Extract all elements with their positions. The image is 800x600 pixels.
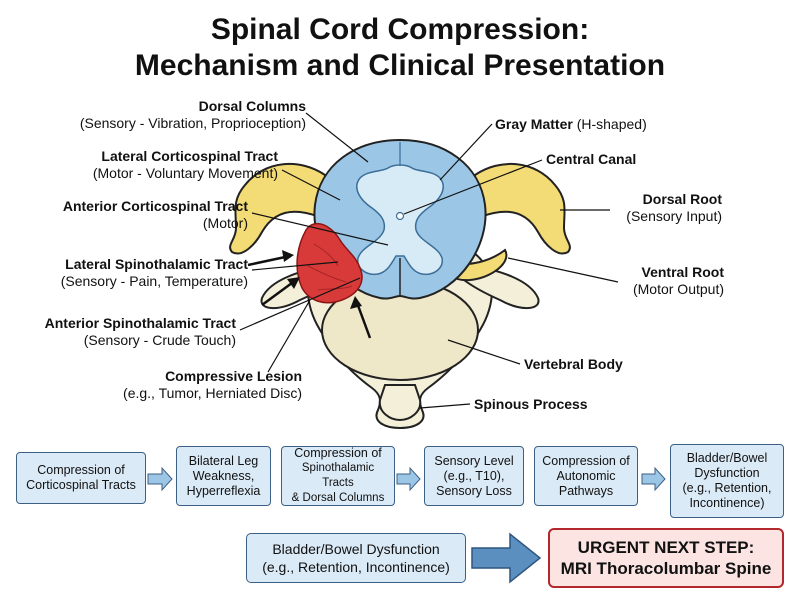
label-compressive-lesion-desc: (e.g., Tumor, Herniated Disc)	[123, 385, 302, 401]
spinous-process	[378, 384, 422, 422]
label-gray-matter: Gray Matter (H-shaped)	[495, 116, 647, 133]
leader-central-canal	[403, 159, 543, 215]
flow-arrow-2	[396, 466, 421, 492]
leader-anterior-spinothalamic	[239, 277, 361, 331]
page-title: Spinal Cord Compression: Mechanism and C…	[0, 12, 800, 84]
label-ventral-root-desc: (Motor Output)	[632, 281, 724, 297]
label-dorsal-root: Dorsal Root (Sensory Input)	[612, 191, 722, 225]
flow-box-6-line3: (e.g., Retention,	[682, 481, 772, 495]
flow-box-sensory-level: Sensory Level (e.g., T10), Sensory Loss	[424, 446, 524, 506]
flow-box-4-line2: (e.g., T10),	[443, 468, 505, 483]
flow-box-4-line3: Sensory Loss	[436, 483, 512, 498]
label-vertebral-body: Vertebral Body	[524, 356, 623, 373]
flow-box-2-line3: Hyperreflexia	[186, 483, 261, 498]
flow-box-4-line1: Sensory Level	[434, 453, 514, 468]
flow-arrow-1	[147, 466, 173, 492]
flow-box-1-line1: Compression of	[37, 463, 125, 477]
flow-box-6-line1: Bladder/Bowel	[686, 451, 768, 465]
label-anterior-spinothalamic-desc: (Sensory - Crude Touch)	[83, 332, 236, 348]
flow-box-3-line3: & Dorsal Columns	[291, 492, 385, 504]
label-lateral-corticospinal: Lateral Corticospinal Tract (Motor - Vol…	[28, 148, 278, 182]
flow-arrow-3	[641, 466, 666, 492]
label-gray-matter-desc: (H-shaped)	[576, 116, 647, 132]
flow-box-6-line2: Dysfunction	[694, 466, 760, 480]
leader-lateral-corticospinal	[281, 169, 341, 201]
leader-gray-matter	[439, 123, 493, 181]
bottom-box-line1: Bladder/Bowel Dysfunction	[272, 541, 440, 557]
leader-spinous-process	[419, 403, 471, 409]
leader-ventral-root	[507, 257, 619, 283]
label-lateral-spinothalamic-name: Lateral Spinothalamic Tract	[65, 256, 248, 272]
title-line-1: Spinal Cord Compression:	[210, 13, 590, 46]
label-dorsal-root-name: Dorsal Root	[642, 191, 722, 207]
label-spinous-process-name: Spinous Process	[474, 396, 588, 412]
flow-box-3-line2: Spinothalamic Tracts	[301, 462, 375, 489]
big-flow-arrow	[471, 532, 542, 584]
leader-dorsal-columns	[305, 112, 369, 163]
label-central-canal-name: Central Canal	[546, 151, 637, 167]
label-lateral-corticospinal-name: Lateral Corticospinal Tract	[101, 148, 278, 164]
label-central-canal: Central Canal	[546, 151, 636, 168]
label-vertebral-body-name: Vertebral Body	[524, 356, 623, 372]
label-compressive-lesion: Compressive Lesion (e.g., Tumor, Herniat…	[80, 368, 302, 402]
flow-box-5-line3: Pathways	[558, 483, 614, 498]
leader-lateral-spinothalamic	[251, 261, 339, 271]
leader-compressive-lesion	[267, 299, 311, 373]
label-anterior-spinothalamic-name: Anterior Spinothalamic Tract	[44, 315, 236, 331]
label-dorsal-columns-name: Dorsal Columns	[198, 98, 306, 114]
urgent-next-step-box: URGENT NEXT STEP: MRI Thoracolumbar Spin…	[548, 528, 784, 588]
arrow-1	[247, 254, 291, 267]
label-lateral-spinothalamic-desc: (Sensory - Pain, Temperature)	[60, 273, 248, 289]
label-anterior-corticospinal-desc: (Motor)	[202, 215, 248, 231]
flow-box-2-line1: Bilateral Leg	[188, 453, 259, 468]
label-anterior-spinothalamic: Anterior Spinothalamic Tract (Sensory - …	[12, 315, 236, 349]
bottom-box-line2: (e.g., Retention, Incontinence)	[262, 559, 450, 575]
title-line-2: Mechanism and Clinical Presentation	[134, 49, 666, 82]
flow-box-spinothalamic: Compression of Spinothalamic Tracts & Do…	[281, 446, 395, 506]
urgent-line1: URGENT NEXT STEP:	[577, 538, 755, 557]
arrowhead-2	[287, 277, 300, 289]
bottom-bladder-bowel-box: Bladder/Bowel Dysfunction (e.g., Retenti…	[246, 533, 466, 583]
arrow-2	[261, 278, 297, 307]
arrowhead-3	[350, 296, 362, 309]
label-ventral-root-name: Ventral Root	[641, 264, 724, 280]
compression-arrows	[247, 250, 372, 339]
flow-box-1-line2: Corticospinal Tracts	[26, 478, 136, 492]
flow-box-bladder-bowel: Bladder/Bowel Dysfunction (e.g., Retenti…	[670, 444, 784, 518]
nerve-root-right	[458, 162, 571, 255]
spinal-cord	[313, 138, 487, 300]
flow-box-leg-weakness: Bilateral Leg Weakness, Hyperreflexia	[176, 446, 271, 506]
leader-lines	[239, 112, 619, 409]
central-canal	[395, 211, 405, 221]
flow-box-3-line1: Compression of	[294, 446, 382, 460]
label-dorsal-root-desc: (Sensory Input)	[626, 208, 722, 224]
label-lateral-corticospinal-desc: (Motor - Voluntary Movement)	[92, 165, 278, 181]
flow-box-5-line1: Compression of	[542, 453, 630, 468]
arrowhead-1	[282, 250, 294, 262]
flow-box-autonomic: Compression of Autonomic Pathways	[534, 446, 638, 506]
flow-box-corticospinal: Compression of Corticospinal Tracts	[16, 452, 146, 504]
label-lateral-spinothalamic: Lateral Spinothalamic Tract (Sensory - P…	[12, 256, 248, 290]
label-compressive-lesion-name: Compressive Lesion	[165, 368, 302, 384]
flow-box-5-line2: Autonomic	[556, 468, 616, 483]
label-anterior-corticospinal: Anterior Corticospinal Tract (Motor)	[12, 198, 248, 232]
label-dorsal-columns: Dorsal Columns (Sensory - Vibration, Pro…	[58, 98, 306, 132]
label-anterior-corticospinal-name: Anterior Corticospinal Tract	[62, 198, 248, 214]
flow-arrows	[147, 466, 666, 584]
flow-box-2-line2: Weakness,	[192, 468, 255, 483]
label-spinous-process: Spinous Process	[474, 396, 588, 413]
leader-vertebral-body	[447, 339, 521, 365]
label-gray-matter-name: Gray Matter	[495, 116, 573, 132]
leader-anterior-corticospinal	[251, 212, 389, 246]
urgent-line2: MRI Thoracolumbar Spine	[560, 559, 772, 578]
label-ventral-root: Ventral Root (Motor Output)	[620, 264, 724, 298]
flow-box-6-line4: Incontinence)	[689, 496, 765, 510]
label-dorsal-columns-desc: (Sensory - Vibration, Proprioception)	[79, 115, 306, 131]
